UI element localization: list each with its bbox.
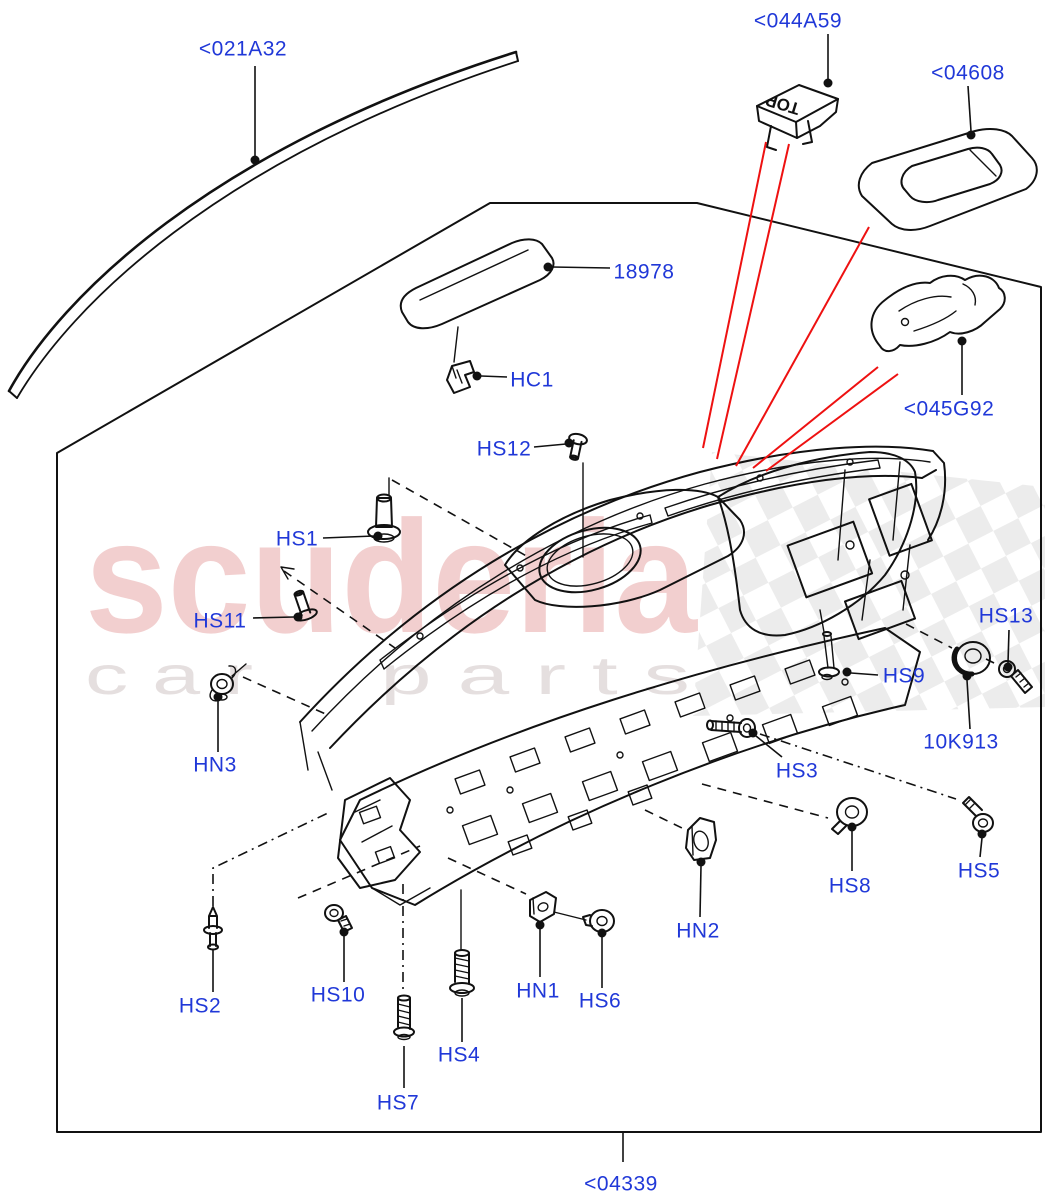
part-label-021A32: <021A32 xyxy=(198,37,288,61)
part-drawing-bolt-HS4 xyxy=(449,949,475,997)
part-label-HS7: HS7 xyxy=(376,1091,420,1115)
part-label-HS1: HS1 xyxy=(275,527,319,551)
part-label-HS12: HS12 xyxy=(476,437,532,461)
part-drawing-pin-HS2 xyxy=(203,906,223,951)
part-label-HS13: HS13 xyxy=(978,604,1034,628)
part-label-045G92: <045G92 xyxy=(903,397,995,421)
part-drawing-bezel-04608 xyxy=(857,127,1038,231)
part-label-HS3: HS3 xyxy=(775,759,819,783)
part-label-HS6: HS6 xyxy=(578,989,622,1013)
watermark-word-car: c a r xyxy=(85,646,253,706)
clip-top-marking: TOP xyxy=(763,90,802,118)
part-label-HS8: HS8 xyxy=(828,874,872,898)
watermark-word-parts: p a r t s xyxy=(380,646,690,706)
part-drawing-screw-HS5 xyxy=(962,796,994,833)
part-label-HN1: HN1 xyxy=(516,979,560,1003)
part-drawing-nut-HN1 xyxy=(529,891,587,923)
part-drawing-clip-044A59: TOP xyxy=(756,84,839,151)
part-drawing-grille-18978 xyxy=(399,238,555,363)
part-drawing-duct-045G92 xyxy=(870,274,1006,353)
part-label-HN3: HN3 xyxy=(193,753,237,777)
diagram-border-box xyxy=(56,202,1042,1133)
part-label-HC1: HC1 xyxy=(510,368,554,392)
part-label-10K913: 10K913 xyxy=(923,730,999,754)
part-drawing-bolt-HS7 xyxy=(393,994,415,1041)
watermark-checker-flag xyxy=(693,452,1045,716)
part-label-HS11: HS11 xyxy=(193,609,247,633)
part-drawing-screw-HS10 xyxy=(324,904,353,933)
leader-lines xyxy=(212,34,1013,1162)
part-label-04339: <04339 xyxy=(584,1172,658,1196)
install-guide-lines xyxy=(212,479,1001,990)
part-drawing-moulding-021A32 xyxy=(7,50,519,399)
part-drawing-screw-HS8 xyxy=(831,797,868,835)
part-drawing-screw-HS6 xyxy=(582,909,615,933)
part-label-HS9: HS9 xyxy=(882,664,926,688)
part-drawing-nut-HN2 xyxy=(685,817,717,861)
part-label-HN2: HN2 xyxy=(676,919,720,943)
part-label-HS2: HS2 xyxy=(178,994,222,1018)
part-drawing-clip-HC1 xyxy=(446,360,475,394)
part-label-18978: 18978 xyxy=(613,260,675,284)
part-drawing-screw-HS12 xyxy=(568,432,588,558)
part-label-HS4: HS4 xyxy=(437,1043,481,1067)
part-label-HS10: HS10 xyxy=(310,983,366,1007)
part-drawing-pin-HS9 xyxy=(818,609,840,681)
part-drawing-screw-HS1 xyxy=(367,477,401,543)
part-label-044A59: <044A59 xyxy=(753,9,843,33)
red-locator-lines xyxy=(702,141,899,472)
part-label-04608: <04608 xyxy=(931,61,1005,85)
part-label-HS5: HS5 xyxy=(957,859,1001,883)
part-drawing-screw-HS3 xyxy=(706,718,756,738)
